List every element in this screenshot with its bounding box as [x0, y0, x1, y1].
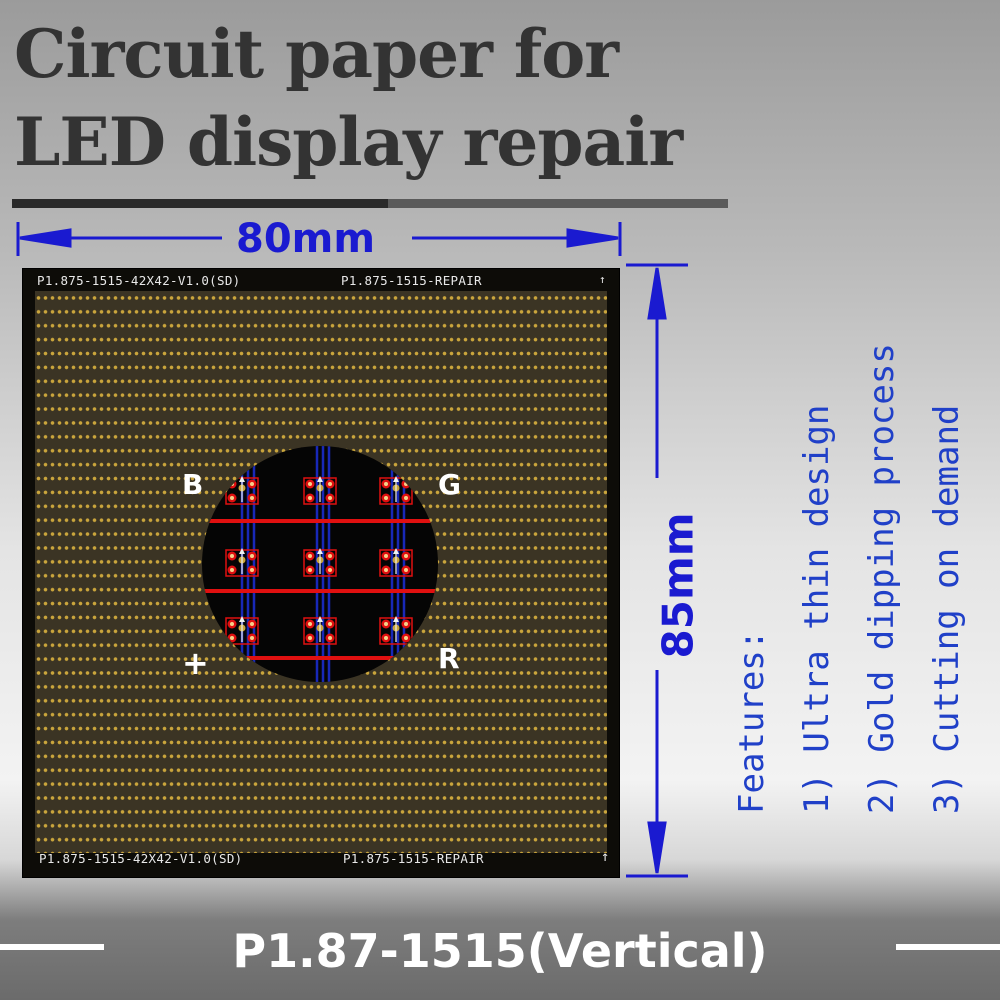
silk-arrowhead: [239, 548, 245, 554]
width-label: 80mm: [236, 216, 376, 262]
magnified-detail-lens: [202, 446, 438, 682]
circuit-board: P1.875-1515-42X42-V1.0(SD) P1.875-1515-R…: [22, 268, 620, 878]
pad-center: [250, 496, 254, 500]
silk-arrowhead: [393, 476, 399, 482]
pad-center: [328, 496, 332, 500]
height-label: 85mm: [653, 512, 703, 659]
pad-center: [250, 568, 254, 572]
title-line-2: LED display repair: [14, 103, 683, 181]
board-label-bottom-right: P1.875-1515-REPAIR: [343, 851, 484, 866]
pad-center: [384, 496, 388, 500]
features-list: Features: 1) Ultra thin design 2) Gold d…: [720, 343, 980, 814]
pad-center: [328, 568, 332, 572]
width-arrowhead-left: [19, 228, 72, 248]
title-underline: [12, 199, 388, 208]
pad-center: [404, 496, 408, 500]
pad-center: [384, 636, 388, 640]
silk-arrowhead: [239, 476, 245, 482]
label-plus: +: [182, 644, 209, 682]
label-r: R: [438, 642, 460, 675]
pad-center: [308, 636, 312, 640]
footer-bar: P1.87-1515(Vertical): [0, 906, 1000, 1000]
model-name: P1.87-1515(Vertical): [232, 924, 768, 978]
lens-circuit-drawing: [202, 446, 438, 682]
pad-center: [404, 568, 408, 572]
pad-center: [328, 622, 332, 626]
pad-center: [230, 554, 234, 558]
pad-center: [230, 568, 234, 572]
footer-line-left: [0, 944, 104, 950]
pad-center: [250, 482, 254, 486]
board-label-bottom-left: P1.875-1515-42X42-V1.0(SD): [39, 851, 243, 866]
feature-item-1: 1) Ultra thin design: [797, 404, 837, 814]
height-arrowhead-bottom: [647, 821, 667, 874]
label-b: B: [182, 468, 204, 501]
feature-item-2: 2) Gold dipping process: [862, 343, 902, 814]
pad-center: [328, 636, 332, 640]
pad-center: [230, 482, 234, 486]
silk-arrowhead: [317, 548, 323, 554]
pad-center: [250, 554, 254, 558]
width-arrowhead-right: [566, 228, 619, 248]
silk-arrowhead: [393, 616, 399, 622]
pad-center: [250, 622, 254, 626]
pad-center: [308, 482, 312, 486]
board-arrow-bottom: ↑: [601, 849, 610, 865]
page-title: Circuit paper for LED display repair: [14, 10, 683, 186]
pad-center: [404, 622, 408, 626]
gold-pad-grid: [35, 291, 607, 853]
pad-center: [328, 482, 332, 486]
board-label-top-left: P1.875-1515-42X42-V1.0(SD): [37, 273, 241, 288]
feature-item-3: 3) Cutting on demand: [927, 404, 967, 814]
silk-arrowhead: [393, 548, 399, 554]
pad-center: [308, 554, 312, 558]
height-arrowhead-top: [647, 267, 667, 320]
pad-center: [384, 482, 388, 486]
pad-center: [230, 622, 234, 626]
silk-arrowhead: [317, 616, 323, 622]
silk-arrowhead: [317, 476, 323, 482]
title-line-1: Circuit paper for: [14, 15, 619, 93]
label-g: G: [438, 468, 461, 501]
pad-center: [328, 554, 332, 558]
board-arrow-top: ↑: [599, 273, 606, 286]
pad-center: [250, 636, 254, 640]
pad-center: [230, 636, 234, 640]
pad-center: [308, 622, 312, 626]
pad-center: [404, 482, 408, 486]
pad-center: [384, 568, 388, 572]
pad-center: [308, 496, 312, 500]
pad-center: [384, 554, 388, 558]
footer-line-right: [896, 944, 1000, 950]
board-label-top-right: P1.875-1515-REPAIR: [341, 273, 482, 288]
pad-center: [404, 554, 408, 558]
pad-center: [230, 496, 234, 500]
features-heading: Features:: [732, 629, 772, 814]
silk-arrowhead: [239, 616, 245, 622]
pad-center: [404, 636, 408, 640]
pad-center: [384, 622, 388, 626]
title-underline-shadow: [388, 199, 728, 208]
pad-center: [308, 568, 312, 572]
